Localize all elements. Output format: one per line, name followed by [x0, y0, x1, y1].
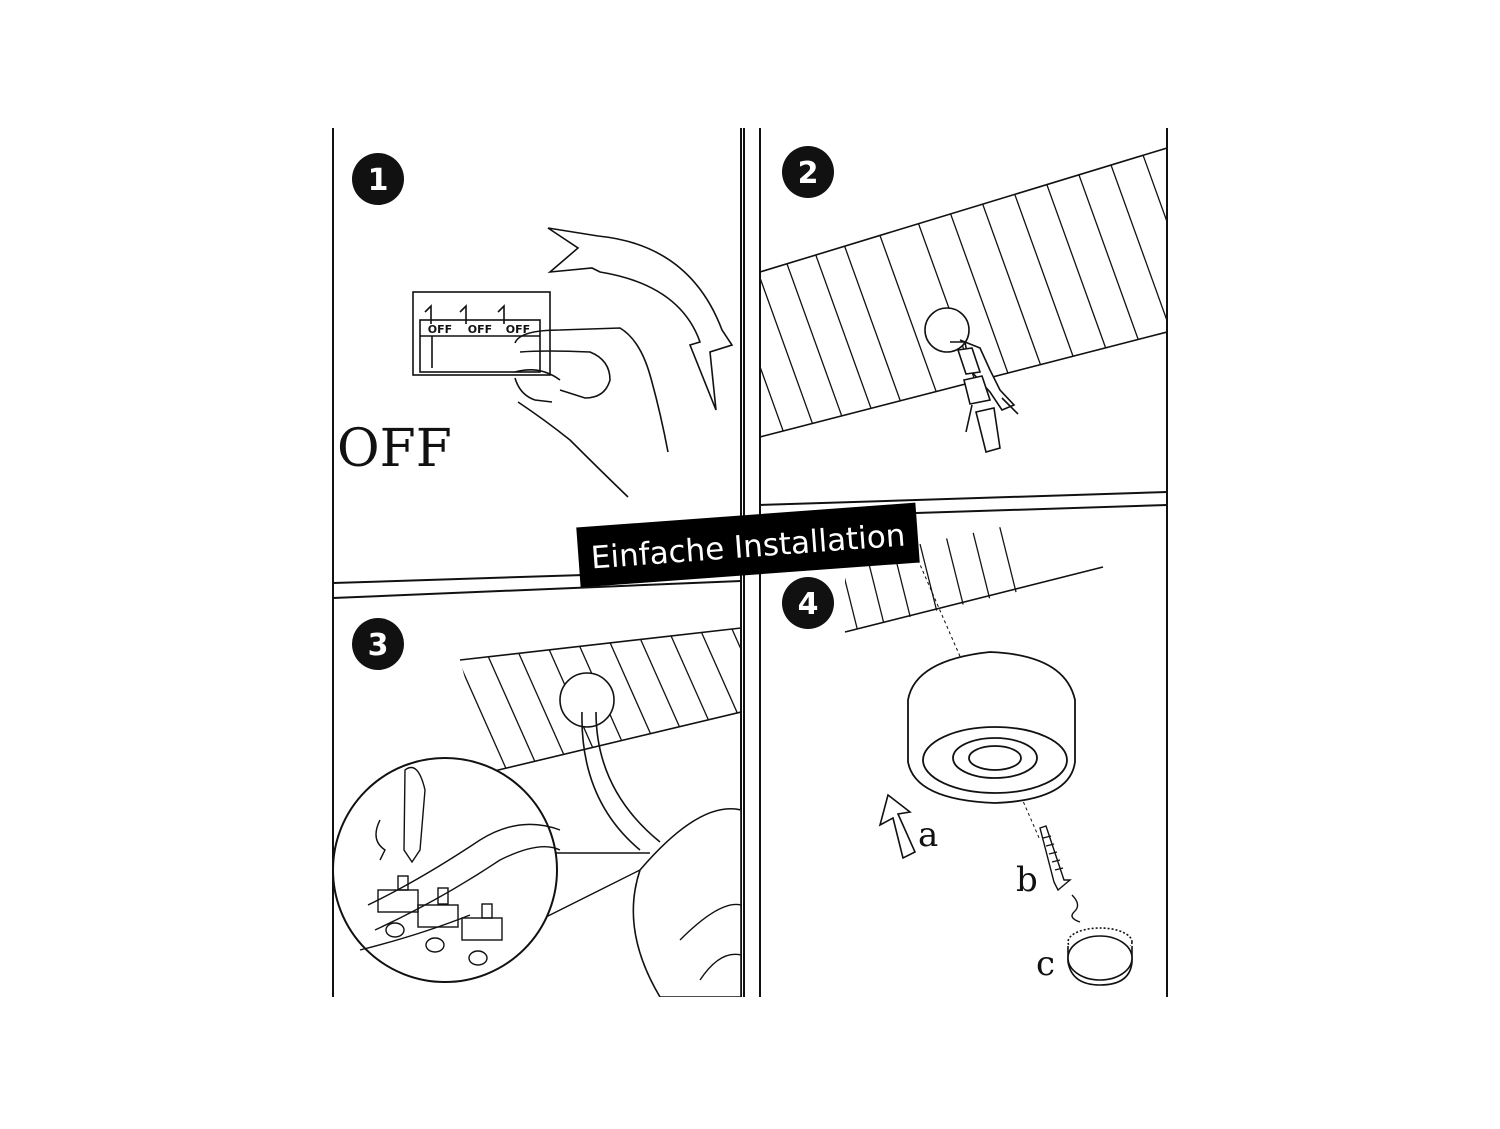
step-3-number: 3 [368, 628, 389, 663]
switch-off-label-1: OFF [428, 323, 452, 336]
screw-icon [1039, 825, 1072, 892]
cable [581, 711, 661, 851]
panel-3: 3 [333, 618, 741, 997]
rotate-arrow-icon [547, 227, 734, 411]
lamp-body [632, 808, 741, 997]
switch-panel [412, 291, 551, 376]
screwdriver-icon [403, 766, 426, 864]
arrow-up-icon [878, 793, 917, 860]
rotate-icon [375, 819, 386, 861]
step-2-number: 2 [798, 156, 819, 191]
panel-1: 1 OFF OFF OFF OFF [337, 153, 734, 498]
step-1-caption: OFF [337, 419, 452, 479]
lamp-housing [907, 651, 1076, 804]
step-4-badge: 4 [782, 577, 834, 629]
title-banner: Einfache Installation [576, 502, 920, 588]
panel-2: 2 [760, 146, 1167, 453]
step-2-badge: 2 [782, 146, 834, 198]
step-1-badge: 1 [352, 153, 404, 205]
switch-off-label-3: OFF [506, 323, 530, 336]
part-label-a: a [918, 815, 938, 855]
panel-4: a b c 4 [782, 524, 1133, 986]
part-label-b: b [1016, 860, 1038, 900]
hand-icon [514, 327, 669, 498]
step-1-number: 1 [368, 163, 389, 198]
switch-off-label-2: OFF [468, 323, 492, 336]
step-4-number: 4 [798, 587, 819, 622]
bulb-module [1067, 927, 1133, 986]
step-3-badge: 3 [352, 618, 404, 670]
wiring-detail-magnifier [333, 757, 561, 983]
part-label-c: c [1036, 944, 1055, 984]
wall-plug-icon [924, 307, 1019, 453]
cable-hole [559, 672, 615, 728]
rotate-icon [1071, 894, 1081, 923]
